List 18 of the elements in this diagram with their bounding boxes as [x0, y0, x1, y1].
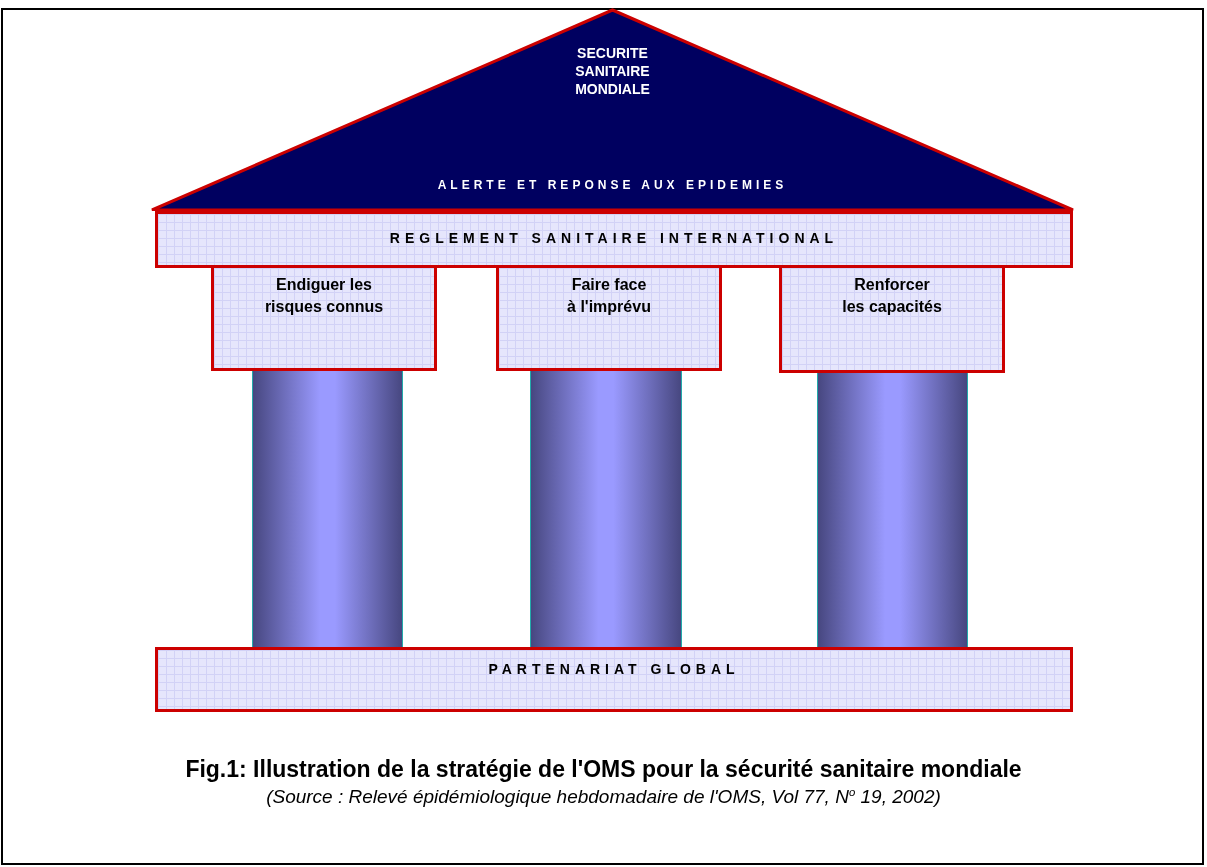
pillar-column — [252, 371, 403, 648]
box-label: Renforcer les capacités — [841, 275, 943, 317]
beam-band — [155, 211, 1073, 268]
box-label: Endiguer les risques connus — [263, 275, 385, 317]
box-label: Faire face à l'imprévu — [566, 275, 652, 317]
pillar-column — [530, 371, 682, 648]
capital-box — [496, 265, 722, 371]
figure-caption: (Source : Relevé épidémiologique hebdomadaire de l'OMS, Vol 77, N$^{o}$ 19, 2002) — [266, 786, 941, 809]
pillar-column — [817, 373, 968, 648]
capital-box — [211, 265, 437, 371]
beam-band — [155, 647, 1073, 712]
box-label: PARTENARIAT GLOBAL — [488, 661, 740, 677]
figure-title: Fig.1: Illustration de la stratégie de l'OMS pour la sécurité sanitaire mondiale — [185, 756, 1022, 783]
roof-triangle — [150, 8, 1075, 211]
roof-heading: SECURITE SANITAIRE MONDIALE — [574, 44, 651, 98]
box-label: REGLEMENT SANITAIRE INTERNATIONAL — [389, 230, 839, 246]
roof-text: ALERTE ET REPONSE AUX EPIDEMIES — [436, 178, 789, 192]
capital-box — [779, 265, 1005, 373]
